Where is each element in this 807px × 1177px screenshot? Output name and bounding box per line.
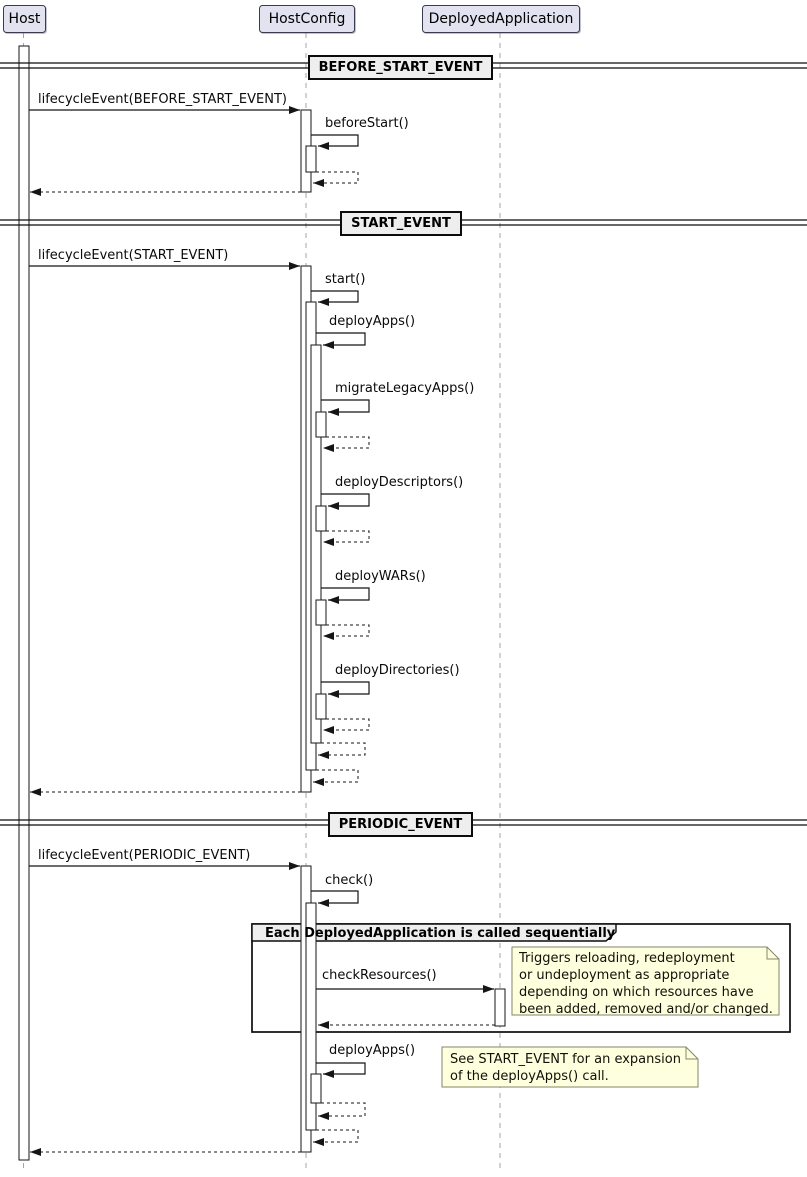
message-checkresources: checkResources() — [322, 968, 437, 983]
note-deploy-apps-text: See START_EVENT for an expansion of the … — [450, 1051, 681, 1085]
return-deploydirectories — [323, 718, 370, 734]
activation-host — [18, 45, 30, 1161]
arrow-deployapps — [316, 332, 366, 349]
activation-migratelegacyapps — [315, 411, 327, 438]
return-deploywars — [323, 624, 370, 640]
lifelines — [23, 33, 501, 1172]
note-check-resources-fold — [766, 947, 779, 960]
activation-deployapps — [310, 344, 322, 744]
activation-deploydirectories — [315, 693, 327, 720]
note-check-resources — [511, 946, 780, 1016]
return-check — [313, 1129, 359, 1146]
note-deploy-apps-fold — [685, 1047, 698, 1060]
note-line: of the deployApps() call. — [450, 1069, 609, 1084]
divider-start-event: START_EVENT — [340, 211, 462, 236]
notes — [441, 946, 780, 1088]
return-deploydescriptors — [323, 530, 370, 546]
message-deployapps-periodic: deployApps() — [329, 1043, 416, 1058]
arrow-migratelegacyapps — [321, 399, 370, 416]
message-check: check() — [325, 873, 374, 888]
note-line: depending on which resources have — [519, 985, 754, 1000]
arrow-check — [311, 890, 359, 907]
message-lifecycle-periodic: lifecycleEvent(PERIODIC_EVENT) — [38, 848, 251, 863]
note-deploy-apps — [441, 1046, 699, 1088]
divider-before-start-event: BEFORE_START_EVENT — [308, 55, 493, 80]
participant-hostconfig: HostConfig — [259, 5, 355, 33]
activation-check — [305, 902, 317, 1131]
note-line: or undeployment as appropriate — [519, 968, 730, 983]
arrow-deploywars — [321, 587, 370, 604]
note-line: See START_EVENT for an expansion — [450, 1052, 681, 1067]
message-deploydirectories: deployDirectories() — [335, 663, 460, 678]
return-beforestart — [313, 171, 359, 187]
message-deploywars: deployWARs() — [335, 569, 426, 584]
return-deployapps-periodic — [318, 1102, 366, 1120]
message-deployapps: deployApps() — [329, 314, 416, 329]
note-line: been added, removed and/or changed. — [519, 1002, 773, 1017]
activations — [18, 45, 506, 1161]
message-migratelegacyapps: migrateLegacyApps() — [335, 381, 475, 396]
group-frame-title: Each DeployedApplication is called seque… — [265, 926, 616, 941]
activation-deployapps-periodic — [310, 1073, 322, 1104]
arrow-deploydescriptors — [321, 493, 370, 510]
activation-deployedapplication — [494, 988, 506, 1027]
message-lifecycle-before-start: lifecycleEvent(BEFORE_START_EVENT) — [38, 92, 287, 107]
arrow-beforestart — [311, 134, 359, 150]
message-lifecycle-start: lifecycleEvent(START_EVENT) — [38, 248, 229, 263]
participant-host: Host — [3, 5, 46, 33]
message-deploydescriptors: deployDescriptors() — [335, 475, 464, 490]
message-beforestart: beforeStart() — [325, 116, 409, 131]
arrow-deploydirectories — [321, 681, 370, 698]
call-arrows — [29, 106, 494, 1078]
participant-deployedapplication: DeployedApplication — [422, 5, 580, 33]
divider-periodic-event: PERIODIC_EVENT — [328, 812, 473, 837]
arrow-start — [311, 290, 359, 306]
return-arrows — [30, 171, 495, 1156]
group-frame-header — [251, 923, 617, 942]
return-start — [313, 769, 359, 786]
activation-deploydescriptors — [315, 505, 327, 532]
return-deployapps — [318, 742, 366, 759]
arrow-deployapps-periodic — [316, 1062, 366, 1078]
activation-beforestart — [305, 145, 317, 173]
return-migratelegacyapps — [323, 436, 370, 452]
activation-deploywars — [315, 599, 327, 626]
divider-lines — [0, 62, 807, 826]
note-check-resources-text: Triggers reloading, redeployment or unde… — [519, 950, 773, 1018]
message-start: start() — [325, 272, 366, 287]
note-line: Triggers reloading, redeployment — [519, 951, 735, 966]
group-frame — [251, 923, 791, 1033]
